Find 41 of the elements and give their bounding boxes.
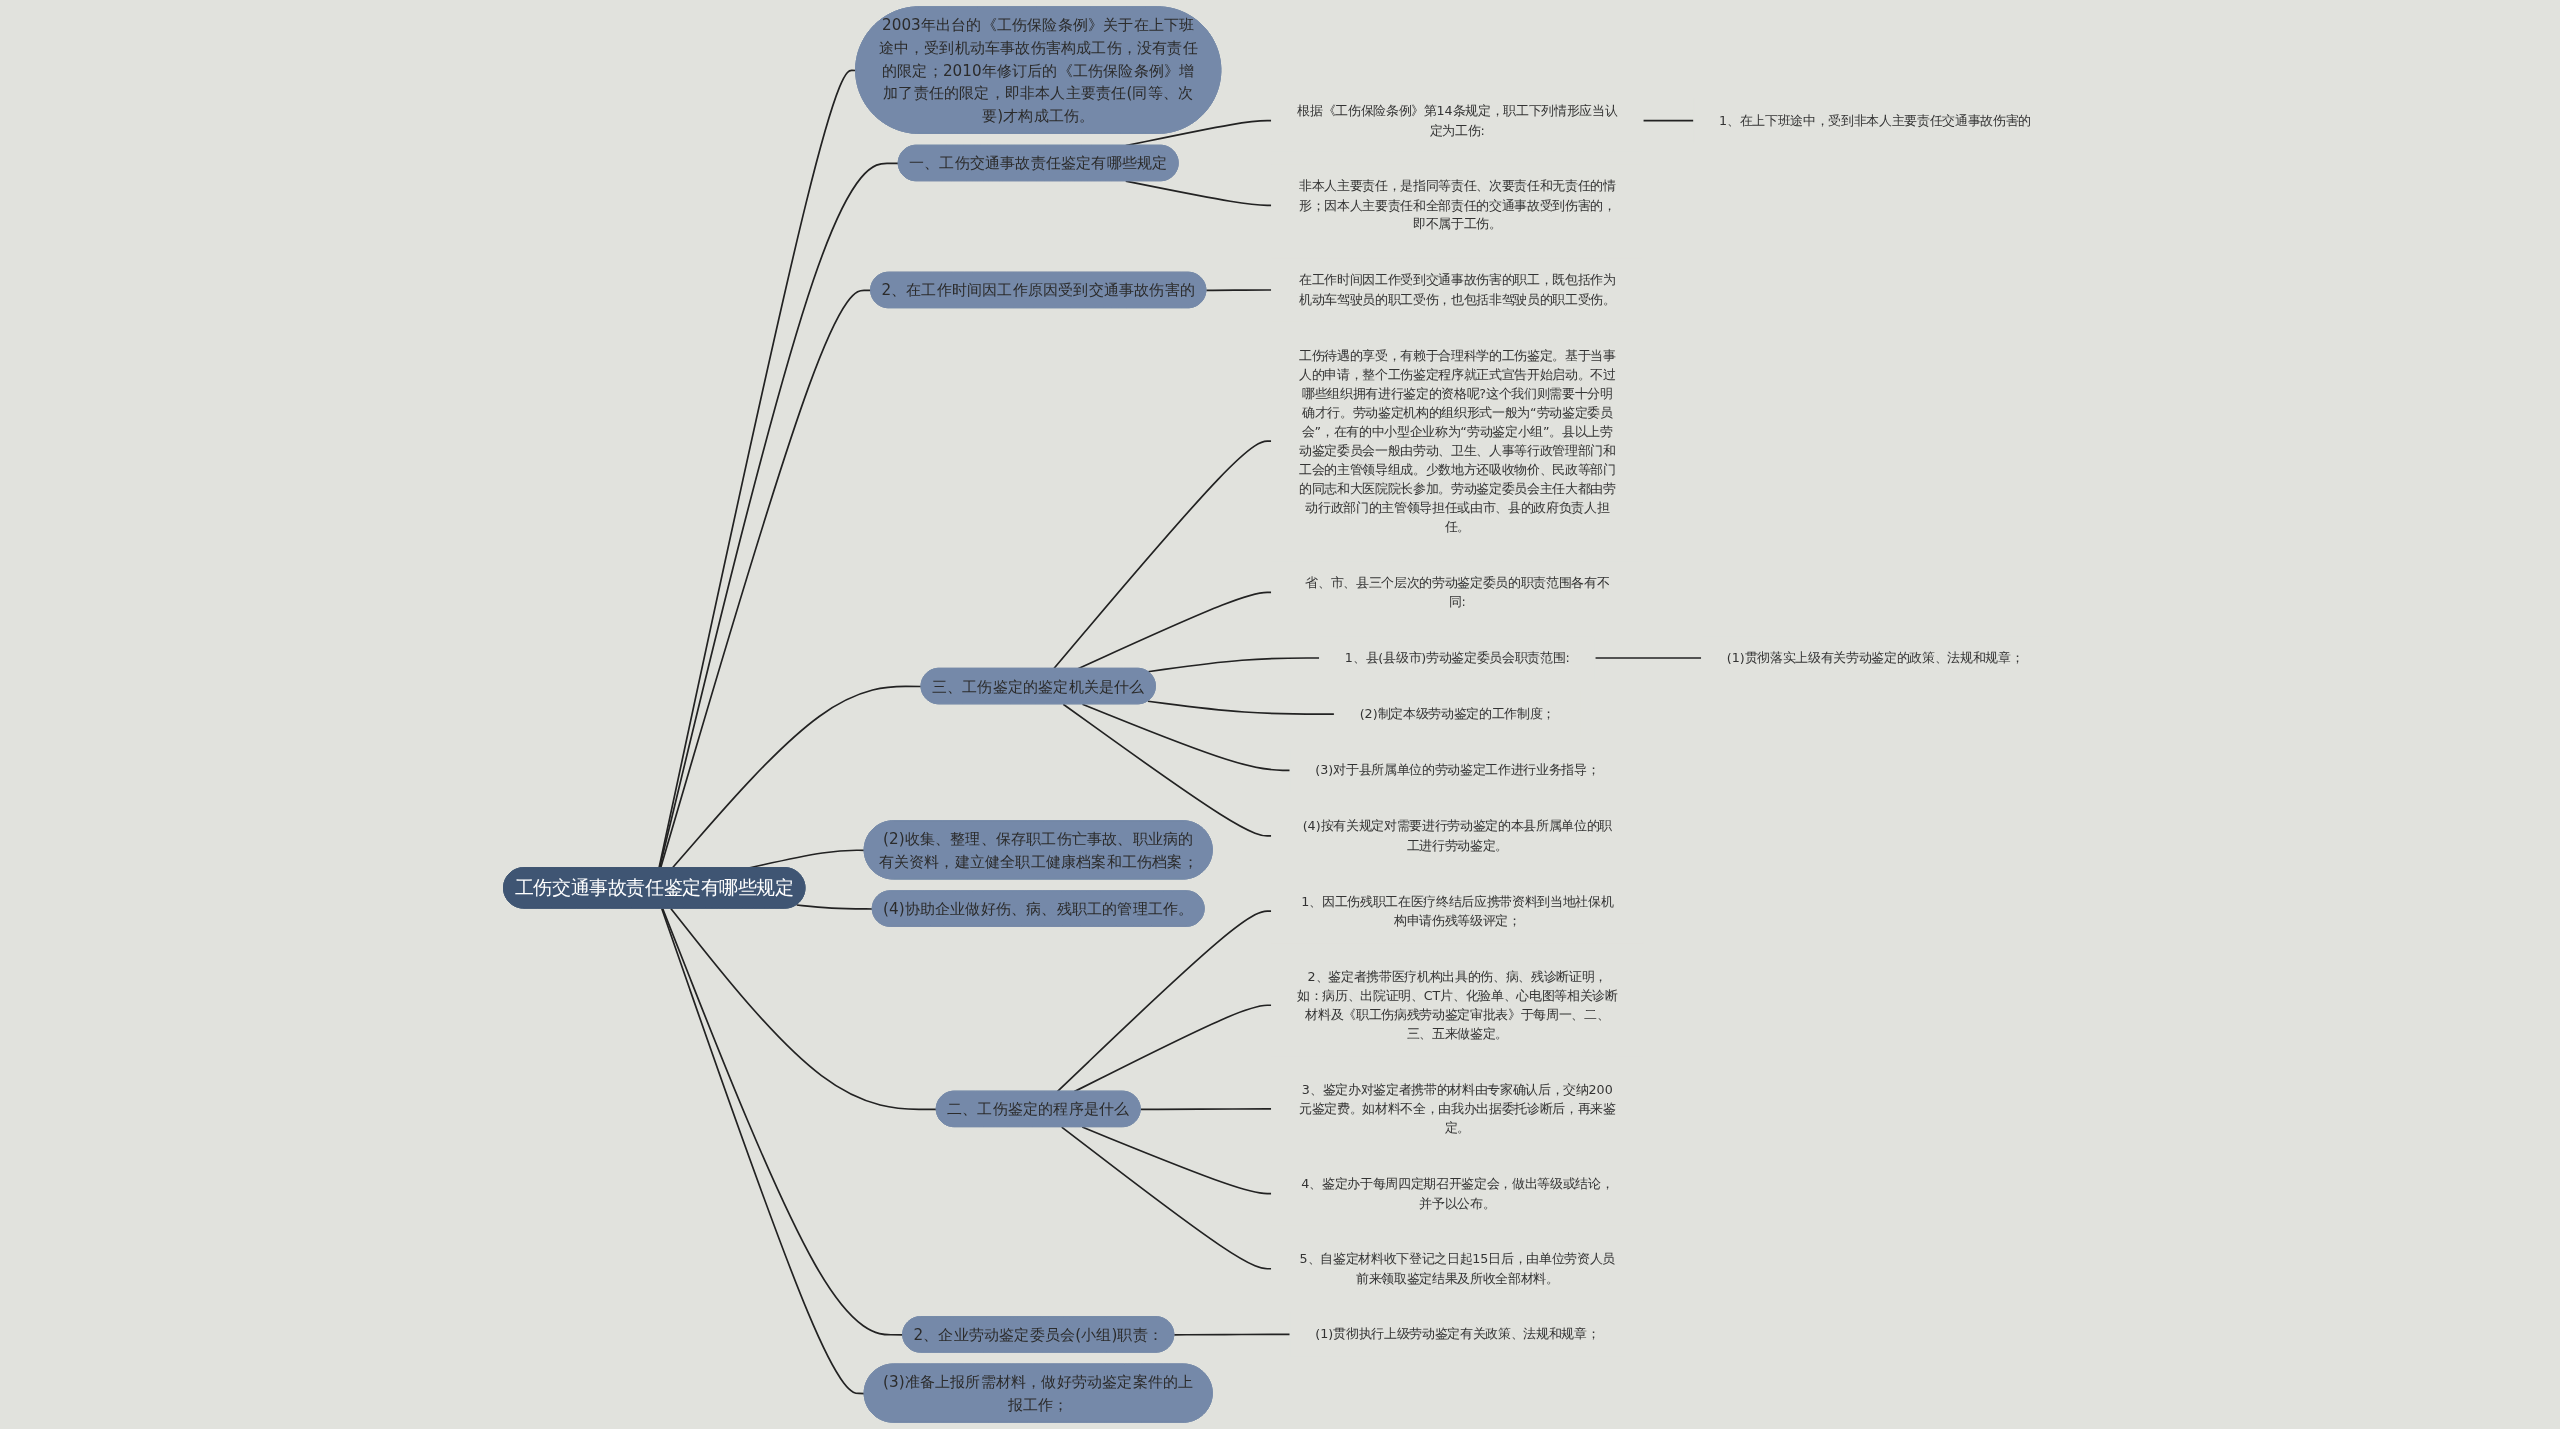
connector <box>658 162 900 869</box>
connector <box>660 907 866 1395</box>
connector <box>1205 289 1273 292</box>
node-text: (4)按有关规定对需要进行劳动鉴定的本县所属单位的职工进行劳动鉴定。 <box>1302 818 1612 853</box>
node-text: (2)制定本级劳动鉴定的工作制度； <box>1359 706 1555 722</box>
node-text: 在工作时间因工作受到交通事故伤害的职工，既包括作为机动车驾驶员的职工受伤，也包括非驾驶员的职工受伤。 <box>1298 272 1616 307</box>
node-text: 省、市、县三个层次的劳动鉴定委员的职责范围各有不同: <box>1305 575 1610 610</box>
node-text: 根据《工伤保险条例》第14条规定，职工下列情形应当认定为工伤: <box>1297 103 1618 138</box>
node-text: 5、自鉴定材料收下登记之日起15日后，由单位劳资人员前来领取鉴定结果及所收全部材料。 <box>1299 1251 1616 1286</box>
connector <box>1124 180 1273 207</box>
node-text: 非本人主要责任，是指同等责任、次要责任和无责任的情形；因本人主要责任和全部责任的交通事故受到伤害的，即不属于工伤。 <box>1298 178 1616 232</box>
connector <box>671 685 923 869</box>
node-text: 1、在上下班途中，受到非本人主要责任交通事故伤害的 <box>1719 112 2032 129</box>
connector <box>795 904 874 910</box>
connector <box>1077 591 1273 670</box>
connector <box>659 289 872 869</box>
connector <box>1052 440 1273 670</box>
node-text: 4、鉴定办于每周四定期召开鉴定会，做出等级或结论，并予以公布。 <box>1301 1176 1614 1211</box>
connector <box>1056 910 1273 1093</box>
node-text: 3、鉴定办对鉴定者携带的材料由专家确认后，交纳200元鉴定费。如材料不全，由我办出据委托诊断后，再来鉴定。 <box>1298 1082 1616 1136</box>
connector <box>658 69 857 869</box>
connector <box>1081 703 1291 772</box>
connector <box>1081 1126 1273 1195</box>
connector <box>1173 1333 1291 1336</box>
connector <box>669 907 938 1111</box>
connector <box>1060 1126 1273 1270</box>
connector <box>1594 657 1703 659</box>
node-text: 2、鉴定者携带医疗机构出具的伤、病、残诊断证明，如：病历、出院证明、CT片、化验单、心电图等相关诊断材料及《职工伤病残劳动鉴定审批表》于每周一、二、三、五来做鉴定。 <box>1296 968 1618 1042</box>
node-text: (3)对于县所属单位的劳动鉴定工作进行业务指导； <box>1315 762 1600 778</box>
node-text: 工伤待遇的享受，有赖于合理科学的工伤鉴定。基于当事人的申请，整个工伤鉴定程序就正式宣告开始启动。不过哪些组织拥有进行鉴定的资格呢?这个我们则需要十分明确才行。劳动鉴定机构的组织形式一般为“劳动鉴定委员会”，在有的中小型企业称为“劳动鉴定小组”。县以上劳动鉴定委员会一般由劳动、卫生、人事等行政管理部门和工会的主管领导组成。少数地方还吸收物价、民政等部门的同志和大医院院长参加。劳动鉴定委员会主任大都由劳动行政部门的主管领导担任或由市、县的政府负责人担任。 <box>1298 347 1616 535</box>
connector <box>1139 1108 1273 1111</box>
node-text: (1)贯彻落实上级有关劳动鉴定的政策、法规和规章； <box>1726 650 2024 666</box>
connector <box>661 907 904 1336</box>
connector <box>1147 700 1336 715</box>
node-text: 1、县(县级市)劳动鉴定委员会职责范围: <box>1344 650 1570 666</box>
node-text: (1)贯彻执行上级劳动鉴定有关政策、法规和规章； <box>1315 1326 1600 1342</box>
connector <box>1642 119 1695 122</box>
node-text: 1、因工伤残职工在医疗终结后应携带资料到当地社保机构申请伤残等级评定； <box>1301 893 1614 928</box>
connector <box>1062 703 1273 837</box>
connector <box>1073 1004 1273 1093</box>
connector <box>1147 657 1321 673</box>
